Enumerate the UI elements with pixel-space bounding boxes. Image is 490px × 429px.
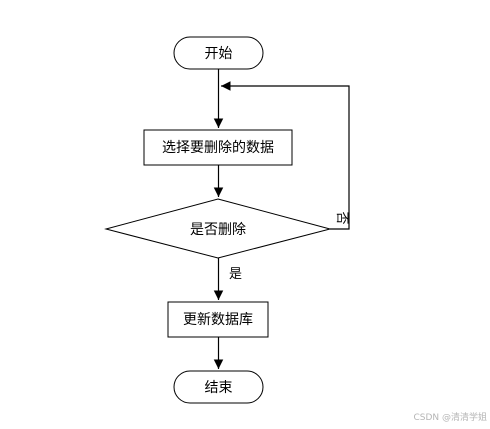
end-node: 结束 — [173, 370, 264, 404]
delete-decision-label: 是否删除 — [190, 222, 246, 238]
update-database-label: 更新数据库 — [183, 312, 253, 328]
start-label: 开始 — [205, 46, 233, 62]
arrow-no-loop — [221, 81, 350, 230]
watermark-text: CSDN @清清学姐 — [413, 411, 487, 423]
select-data-label: 选择要删除的数据 — [162, 140, 274, 156]
select-data-node: 选择要删除的数据 — [143, 129, 293, 166]
delete-decision-node: 是否删除 — [104, 198, 332, 259]
start-node: 开始 — [173, 36, 264, 70]
yes-label: 是 — [229, 267, 242, 282]
no-label: 否 — [334, 211, 349, 224]
end-label: 结束 — [205, 380, 233, 396]
update-database-node: 更新数据库 — [167, 301, 269, 338]
